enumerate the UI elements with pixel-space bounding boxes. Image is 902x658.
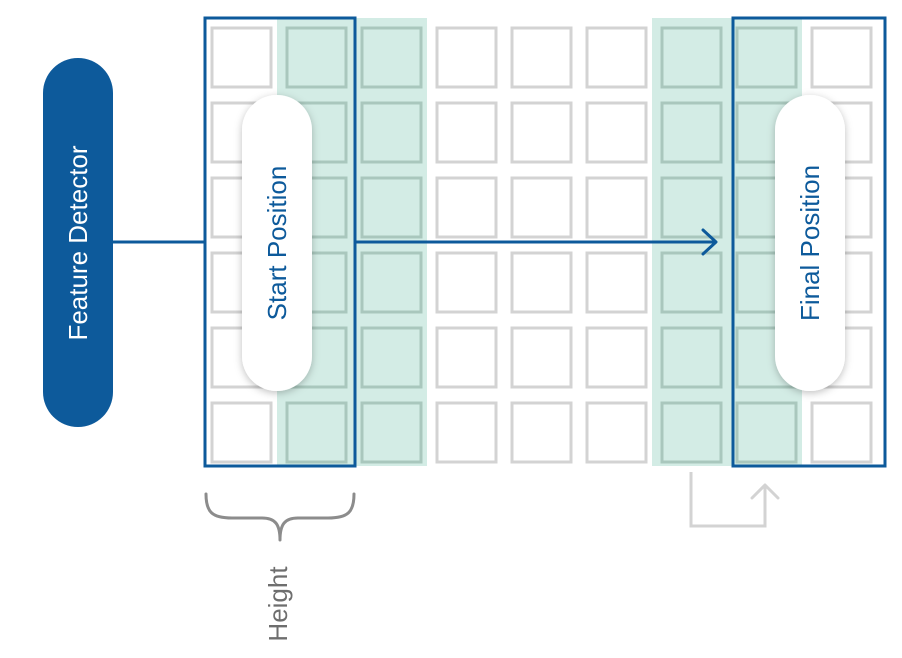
grid-cell [510,326,573,389]
grid-cell [585,101,648,164]
grid-cell [810,26,873,89]
grid-cell [435,251,498,314]
final-position-label: Final Position [795,165,825,321]
grid-cell [810,401,873,464]
curly-brace-icon [204,492,356,542]
grid-cell [585,251,648,314]
grid-cell [360,326,423,389]
grid-cell [660,26,723,89]
grid-cell [660,101,723,164]
grid-cell [435,401,498,464]
grid-cell [435,26,498,89]
grid-cell [585,26,648,89]
step-arrow-head-icon [750,483,780,500]
grid-cell [585,326,648,389]
feature-detector-label: Feature Detector [63,145,93,340]
grid-cell [435,176,498,239]
slide-arrow [355,228,718,256]
grid-cell [210,26,273,89]
final-window-outline [731,16,887,468]
start-position-label: Start Position [262,166,292,321]
grid-cell [360,401,423,464]
grid-cell [510,401,573,464]
feature-detector-pill [43,58,113,427]
final-position: Final Position [775,95,845,391]
grid-cell [360,101,423,164]
grid-cell [585,176,648,239]
grid-cell [285,26,348,89]
height-brace: Height [204,492,356,642]
feature-detector: Feature Detector [43,58,113,427]
grid-cell [735,401,798,464]
grid-cell [660,251,723,314]
grid-cell [585,401,648,464]
arrow-head-icon [701,228,718,256]
grid-cell [510,176,573,239]
grid-cell [285,401,348,464]
grid-cell [360,251,423,314]
grid-cell [660,326,723,389]
grid-cell [735,26,798,89]
grid-cell [660,401,723,464]
height-label: Height [263,566,293,642]
grid-cell [210,401,273,464]
start-position-pill [242,95,312,391]
grid-cell [510,101,573,164]
grid-cell [435,326,498,389]
grid-cell [510,26,573,89]
grid-cell [360,176,423,239]
grid-cell [435,101,498,164]
start-position: Start Position [242,95,312,391]
grid-cell [360,26,423,89]
final-position-pill [775,95,845,391]
step-arrow [689,472,780,528]
grid-cell [660,176,723,239]
grid-cell [510,251,573,314]
